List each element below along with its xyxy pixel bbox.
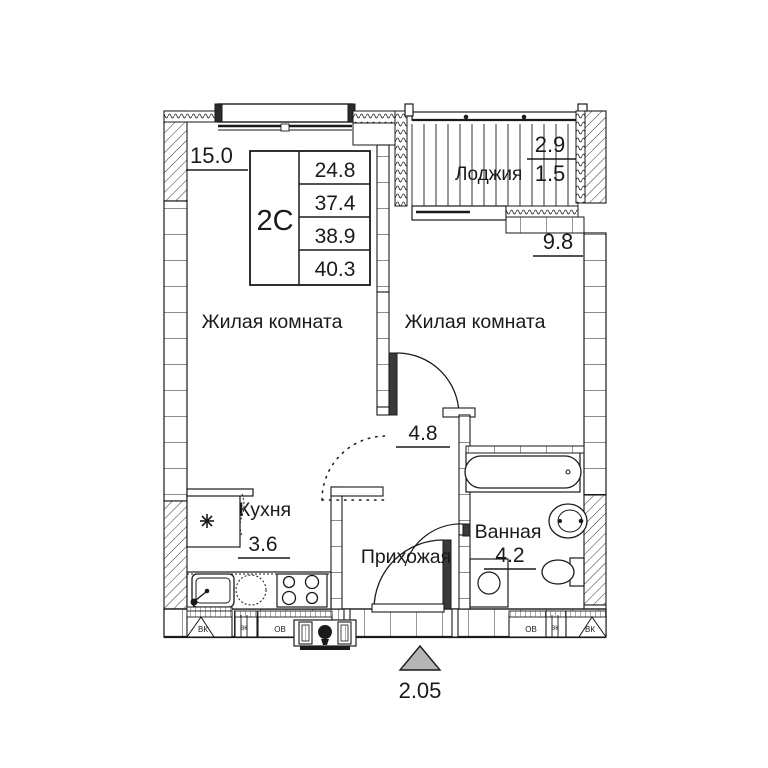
utility-group-bath: ОВ ВК ВК bbox=[508, 610, 607, 638]
dimension-15-0-value: 15.0 bbox=[190, 143, 233, 168]
partition-between-rooms-lower bbox=[376, 291, 390, 413]
wall-right-block bbox=[583, 232, 607, 496]
entrance-door[interactable] bbox=[371, 539, 452, 613]
bathroom-sink bbox=[548, 503, 588, 539]
bathroom-top-wall bbox=[465, 445, 585, 454]
window-living-room-left bbox=[214, 103, 356, 132]
loggia-wall-block bbox=[505, 216, 585, 234]
kitchen-fixtures bbox=[186, 488, 332, 616]
room-label-kitchen: Кухня bbox=[239, 499, 291, 521]
utility-label-bath-ov: ОВ bbox=[525, 625, 537, 634]
kitchen-hood-asterisk bbox=[200, 514, 214, 528]
area-value-1: 24.8 bbox=[315, 159, 356, 182]
interior-partitions bbox=[321, 144, 476, 638]
area-value-bathroom: 4.2 bbox=[495, 544, 524, 567]
room-label-living-room-right: Жилая комната bbox=[405, 311, 546, 333]
bathroom-door[interactable] bbox=[404, 523, 471, 567]
area-value-4: 40.3 bbox=[315, 258, 356, 281]
wall-insulation-top-right bbox=[575, 110, 586, 204]
room-label-loggia: Лоджия bbox=[455, 164, 522, 185]
area-bathroom: 4.2 bbox=[484, 544, 536, 570]
utility-label-kitchen-ov: ОВ bbox=[274, 625, 286, 634]
room-label-living-room-left: Жилая комната bbox=[202, 311, 343, 333]
dimension-right-room: 9.8 bbox=[533, 229, 583, 257]
entrance-threshold-right bbox=[451, 608, 459, 638]
toilet bbox=[541, 557, 585, 587]
area-hallway: 4.8 bbox=[396, 422, 450, 448]
area-kitchen: 3.6 bbox=[238, 533, 290, 559]
room-label-bathroom: Ванная bbox=[475, 521, 542, 543]
info-box: 2С 24.8 37.4 38.9 40.3 bbox=[249, 150, 371, 286]
room-label-hallway: Прихожая bbox=[361, 546, 451, 568]
dimension-entrance-width: 2.05 bbox=[399, 678, 442, 703]
partition-between-rooms-upper bbox=[376, 144, 390, 293]
folding-partition-arc bbox=[321, 435, 387, 501]
area-value-2: 37.4 bbox=[315, 192, 356, 215]
area-value-kitchen: 3.6 bbox=[248, 533, 277, 556]
loggia-railing bbox=[411, 124, 579, 206]
utility-label-kitchen-vk1: ВК bbox=[198, 625, 208, 634]
area-value-hallway: 4.8 bbox=[408, 422, 437, 445]
entrance-marker bbox=[398, 644, 442, 671]
wall-insulation-loggia-left bbox=[394, 110, 408, 207]
wall-right-pier-bottom bbox=[583, 494, 607, 606]
dimension-loggia-width: 2.9 bbox=[535, 132, 566, 157]
bathtub bbox=[464, 451, 582, 493]
wall-pier-top-left bbox=[163, 110, 188, 202]
wall-left-block bbox=[163, 200, 188, 502]
partition-hallway-bath-lower bbox=[458, 534, 471, 610]
washing-machine bbox=[469, 558, 509, 608]
dimension-loggia-depth: 1.5 bbox=[535, 161, 566, 186]
loggia-wall-insulation bbox=[505, 205, 579, 218]
door-jamb-bedroom bbox=[376, 406, 390, 416]
wall-left-pier-bottom bbox=[163, 500, 188, 610]
kitchen-worktop-circle bbox=[235, 574, 267, 606]
utility-label-bath-vk2: ВК bbox=[585, 625, 595, 634]
dimension-loggia: 2.9 1.5 bbox=[527, 132, 576, 186]
utility-label-kitchen-vk2: ВК bbox=[240, 625, 248, 632]
partition-kitchen-hallway bbox=[330, 486, 343, 610]
dimension-top-left: 15.0 bbox=[186, 143, 248, 171]
wall-pier-top-right bbox=[583, 110, 607, 204]
kitchen-duct bbox=[239, 493, 245, 537]
partition-kitchen-stub bbox=[330, 486, 384, 497]
kitchen-stove bbox=[276, 573, 328, 608]
kitchen-sink bbox=[190, 573, 235, 608]
apartment-type-label: 2С bbox=[256, 205, 293, 237]
entrance-meter-boxes bbox=[293, 619, 357, 650]
wall-insulation-top-left bbox=[163, 110, 219, 123]
kitchen-upper-shelf bbox=[186, 488, 254, 497]
area-value-3: 38.9 bbox=[315, 225, 356, 248]
bathroom-fixtures bbox=[464, 445, 588, 608]
utility-risers: ВК ВК ОВ ОВ bbox=[186, 610, 607, 650]
utility-label-bath-vk1: ВК bbox=[551, 625, 559, 632]
dimension-9-8-value: 9.8 bbox=[543, 229, 574, 254]
